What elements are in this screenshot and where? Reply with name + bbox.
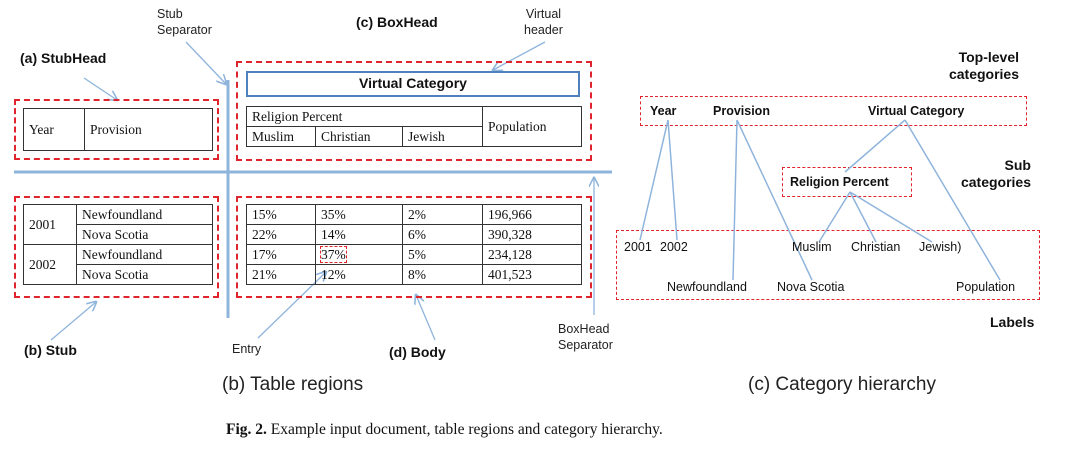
stub-arrow [50,302,96,341]
stub-separator-label-line2: Separator [157,23,212,37]
label-2001: 2001 [624,240,652,254]
boxhead-label: (c) BoxHead [356,14,438,30]
body-cell: 14% [315,224,403,245]
virtual-category-box: Virtual Category [246,71,580,97]
top-level-label-line2: categories [948,66,1019,82]
stubhead-year-cell: Year [23,108,85,151]
label-jewish: Jewish) [919,240,962,254]
boxhead-separator-label: BoxHead Separator [558,321,613,353]
body-cell: 401,523 [482,264,582,285]
entry-label: Entry [232,342,262,356]
stub-provision-cell: Nova Scotia [76,264,213,285]
stub-label: (b) Stub [24,342,77,358]
stub-year-cell: 2001 [23,204,77,245]
labels-region [616,230,1040,300]
hierarchy-virtual-category: Virtual Category [868,104,965,118]
label-christian: Christian [851,240,901,254]
stub-provision-cell: Newfoundland [76,244,213,265]
religion-percent-cell: Religion Percent [246,106,483,127]
top-level-label-line1: Top-level [958,49,1019,65]
stub-separator-label: Stub Separator [157,6,212,38]
figure-caption: Fig. 2. Example input document, table re… [226,421,663,439]
stub-table: 2001 Newfoundland Nova Scotia 2002 Newfo… [23,204,213,285]
stub-region [14,196,219,298]
stub-separator-label-line1: Stub [157,7,183,21]
boxhead-separator-label-line2: Separator [558,338,613,352]
table-row: 15% 35% 2% 196,966 [246,204,582,225]
virtual-header-label: Virtual header [524,6,563,38]
body-cell: 21% [246,264,316,285]
body-table: 15% 35% 2% 196,966 22% 14% 6% 390,328 17… [246,204,582,285]
stubhead-table: Year Provision [23,108,213,151]
stubhead-arrow [83,77,117,100]
body-cell: 12% [315,264,403,285]
figure-label: Fig. 2. [226,421,267,438]
boxhead-region [236,61,592,161]
boxhead-table: Religion Percent Population Muslim Chris… [246,106,582,147]
boxhead-separator-label-line1: BoxHead [558,322,610,336]
table-regions-caption: (b) Table regions [222,374,364,395]
sub-label-line1: Sub [1004,157,1031,173]
virtual-header-label-line1: Virtual [525,7,562,21]
body-cell: 15% [246,204,316,225]
jewish-header-cell: Jewish [402,126,483,147]
top-level-region [640,96,1027,126]
table-row: 21% 12% 8% 401,523 [246,264,582,285]
stubhead-label: (a) StubHead [20,50,107,66]
stub-separator-arrow [185,41,226,84]
sub-categories-label: Sub categories [945,157,1031,191]
population-header-cell: Population [482,106,582,147]
virtual-header-arrow [493,41,546,70]
hierarchy-year: Year [650,104,677,118]
stubhead-provision-cell: Provision [84,108,213,151]
body-region [236,196,592,298]
labels-title: Labels [990,314,1035,330]
sub-label-line2: categories [960,174,1031,190]
hierarchy-religion-percent: Religion Percent [790,175,889,189]
entry-cell: 37% [315,244,403,265]
body-cell: 234,128 [482,244,582,265]
table-row: 17% 37% 5% 234,128 [246,244,582,265]
label-2002: 2002 [660,240,688,254]
label-newfoundland: Newfoundland [667,280,747,294]
christian-header-cell: Christian [315,126,403,147]
table-row: 22% 14% 6% 390,328 [246,224,582,245]
category-hierarchy-caption: (c) Category hierarchy [748,374,936,395]
label-nova-scotia: Nova Scotia [777,280,845,294]
body-label: (d) Body [389,344,446,360]
label-muslim: Muslim [792,240,832,254]
stub-year-cell: 2002 [23,244,77,285]
hierarchy-provision: Provision [713,104,770,118]
entry-value: 37% [320,246,347,263]
figure-caption-text: Example input document, table regions an… [266,421,663,438]
muslim-header-cell: Muslim [246,126,316,147]
top-level-categories-label: Top-level categories [943,49,1019,83]
virtual-header-label-line2: header [524,23,563,37]
label-population: Population [956,280,1016,294]
body-arrow [416,295,436,341]
stubhead-region [14,99,219,160]
body-cell: 196,966 [482,204,582,225]
